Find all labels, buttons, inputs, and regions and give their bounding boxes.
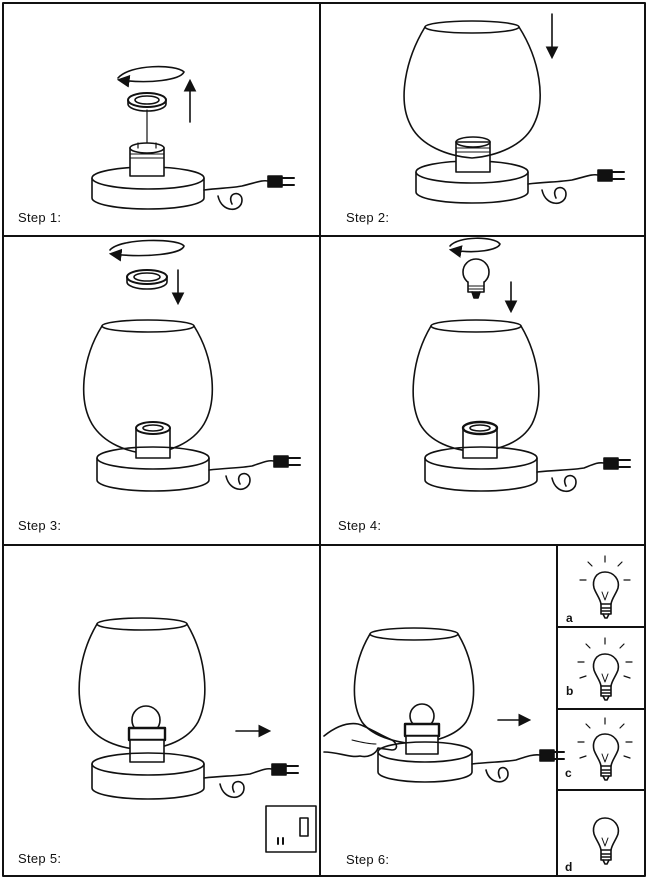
bulb-variant-c-label: c: [565, 766, 572, 780]
lamp-base: [91, 763, 205, 800]
ring-nut: [126, 269, 168, 290]
bulb-variant-b-label: b: [566, 684, 574, 698]
power-cord: [203, 175, 295, 211]
glass-shade: [403, 20, 541, 159]
step-1-illustration: [91, 65, 295, 211]
power-cord: [208, 455, 301, 491]
step-2-illustration: [403, 13, 625, 205]
step-4-illustration: [412, 237, 631, 493]
lamp-socket: [405, 735, 439, 755]
bulb-variant-a-icon: [579, 555, 631, 619]
pressing-hand: [323, 722, 398, 758]
power-cord: [527, 169, 625, 205]
light-bulb: [127, 705, 167, 742]
bulb-variant-a-label: a: [566, 611, 573, 625]
step-3-illustration: [82, 239, 301, 492]
rotate-arrow-icon: [108, 239, 185, 262]
lamp-socket: [129, 109, 165, 177]
step-3-label: Step 3:: [18, 518, 62, 533]
bulb-variant-d-label: d: [565, 860, 573, 874]
step-2-label: Step 2:: [346, 210, 390, 225]
step-1-label: Step 1:: [18, 210, 62, 225]
wall-outlet: [265, 805, 317, 853]
light-bulb: [462, 258, 490, 299]
lamp-base: [377, 751, 473, 783]
rotate-arrow-icon: [116, 65, 185, 88]
power-cord: [536, 457, 631, 493]
bulb-variant-c-icon: [577, 717, 633, 781]
rotate-arrow-icon: [448, 237, 501, 258]
lamp-base: [424, 457, 538, 492]
step-6-label: Step 6:: [346, 852, 390, 867]
lamp-socket: [455, 136, 491, 173]
step-4-label: Step 4:: [338, 518, 382, 533]
bulb-variant-d-icon: [592, 817, 620, 865]
lamp-base: [96, 457, 210, 492]
bulb-variant-b-icon: [577, 637, 633, 701]
lamp-base: [415, 171, 529, 204]
power-cord: [471, 749, 565, 783]
step-5-illustration: [78, 617, 317, 853]
step-6-illustration: [323, 627, 565, 783]
ring-nut: [127, 92, 167, 112]
power-cord: [203, 763, 299, 799]
lamp-socket: [135, 421, 171, 459]
lamp-socket: [129, 739, 165, 763]
lamp-base: [91, 166, 205, 210]
lamp-socket: [461, 420, 499, 459]
light-bulb: [403, 703, 441, 738]
step-5-label: Step 5:: [18, 851, 62, 866]
